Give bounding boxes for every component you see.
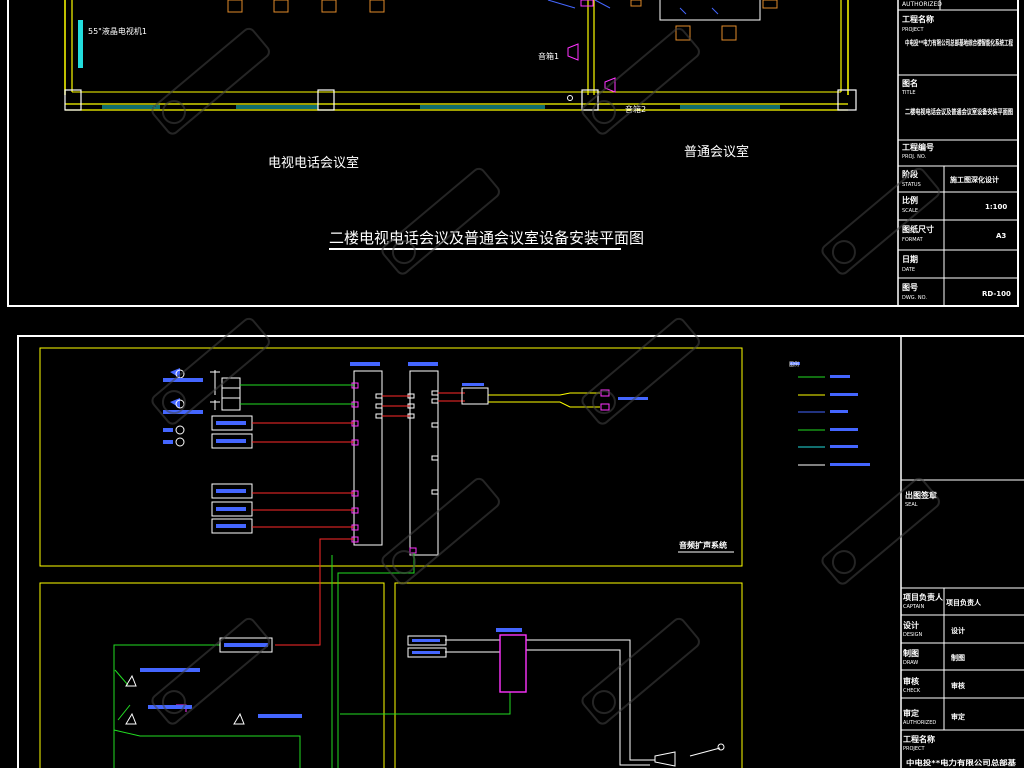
tb-dwgno-value: RD-100: [982, 290, 1011, 298]
bottom-sheet-border: [17, 335, 1024, 768]
legend-title: 图例: [789, 361, 799, 368]
amplifier: [461, 383, 648, 411]
source-devices: [163, 368, 253, 534]
audio-system-title: 音频扩声系统: [679, 540, 727, 550]
btb-design-value: 设计: [951, 626, 965, 635]
floor-plan: [64, 0, 857, 111]
watermark-pattern: [151, 27, 940, 725]
tv-label: 55"液晶电视机1: [88, 26, 147, 36]
btb-seal-label: 出图签章: [905, 490, 937, 500]
tb-scale-value: 1:100: [985, 203, 1007, 211]
btb-project-label: 工程名称: [903, 734, 935, 744]
btb-check-label: 审核: [903, 676, 919, 686]
speaker-1-label: 音箱1: [538, 51, 559, 61]
wiring: [113, 384, 655, 768]
lower-right-devices: [407, 628, 725, 767]
btb-check-value: 审核: [951, 681, 965, 690]
legend: [790, 362, 870, 466]
tb-scale-label: 比例: [902, 195, 918, 205]
btb-design-label: 设计: [903, 620, 919, 630]
btb-project-sub: PROJECT: [903, 746, 926, 752]
top-authorized-label: AUTHORIZED: [902, 1, 942, 8]
btb-draw-label: 制图: [903, 648, 919, 658]
tb-dwgno-sub: DWG. NO.: [902, 295, 927, 301]
microphones: [125, 637, 302, 725]
tb-projno-label: 工程编号: [902, 142, 934, 152]
tb-status-value: 施工图深化设计: [950, 175, 999, 184]
tb-format-sub: FORMAT: [902, 237, 924, 243]
tb-title-label: 图名: [902, 78, 918, 88]
tb-date-sub: DATE: [902, 267, 915, 273]
tb-format-label: 图纸尺寸: [902, 224, 934, 234]
btb-design-sub: DESIGN: [903, 632, 923, 638]
ordinary-room-label: 普通会议室: [684, 144, 749, 160]
tb-scale-sub: SCALE: [902, 208, 918, 214]
lower-right-frame: [394, 582, 743, 768]
btb-project-value: 中电投**电力有限公司总部基: [906, 758, 1017, 767]
btb-seal-sub: SEAL: [905, 502, 918, 508]
btb-check-sub: CHECK: [903, 688, 921, 694]
tb-project-label: 工程名称: [902, 14, 934, 24]
btb-captain-value: 项目负责人: [946, 598, 982, 607]
top-title-block: [897, 0, 1018, 306]
btb-authorized-label: 审定: [903, 708, 919, 718]
bottom-title-block: [900, 336, 1024, 768]
tb-date-label: 日期: [902, 254, 918, 264]
drawing-title: 二楼电视电话会议及普通会议室设备安装平面图: [329, 229, 644, 247]
bottom-sheet: 音频扩声系统: [17, 335, 1024, 768]
tv-conference-room-label: 电视电话会议室: [268, 155, 359, 171]
btb-draw-sub: DRAW: [903, 660, 918, 666]
tb-dwgno-label: 图号: [902, 283, 918, 292]
btb-captain-label: 项目负责人: [903, 592, 944, 602]
mixer-rack: [350, 362, 439, 556]
tb-projno-sub: PROJ. NO.: [902, 154, 927, 160]
tb-status-sub: STATUS: [902, 182, 921, 188]
tb-project-sub: PROJECT: [902, 27, 925, 33]
lower-left-frame: [39, 582, 385, 768]
tb-project-value: 中电投**电力有限公司总部基地综合楼智能化系统工程: [905, 38, 1013, 47]
btb-captain-sub: CAPTAIN: [903, 604, 924, 610]
audio-system-frame: [39, 347, 743, 567]
btb-draw-value: 制图: [951, 653, 965, 662]
btb-authorized-value: 审定: [951, 712, 965, 721]
tb-title-sub: TITLE: [901, 90, 916, 96]
tb-title-value: 二楼电视电话会议及普通会议室设备安装平面图: [905, 107, 1013, 116]
btb-authorized-sub: AUTHORIZED: [903, 720, 936, 726]
top-sheet: 55"液晶电视机1 音箱1 音箱2 电视电话会议室 普通会议室 二楼电视电话会议…: [7, 0, 1019, 307]
tb-format-value: A3: [996, 232, 1006, 240]
top-sheet-border: [7, 0, 1019, 307]
